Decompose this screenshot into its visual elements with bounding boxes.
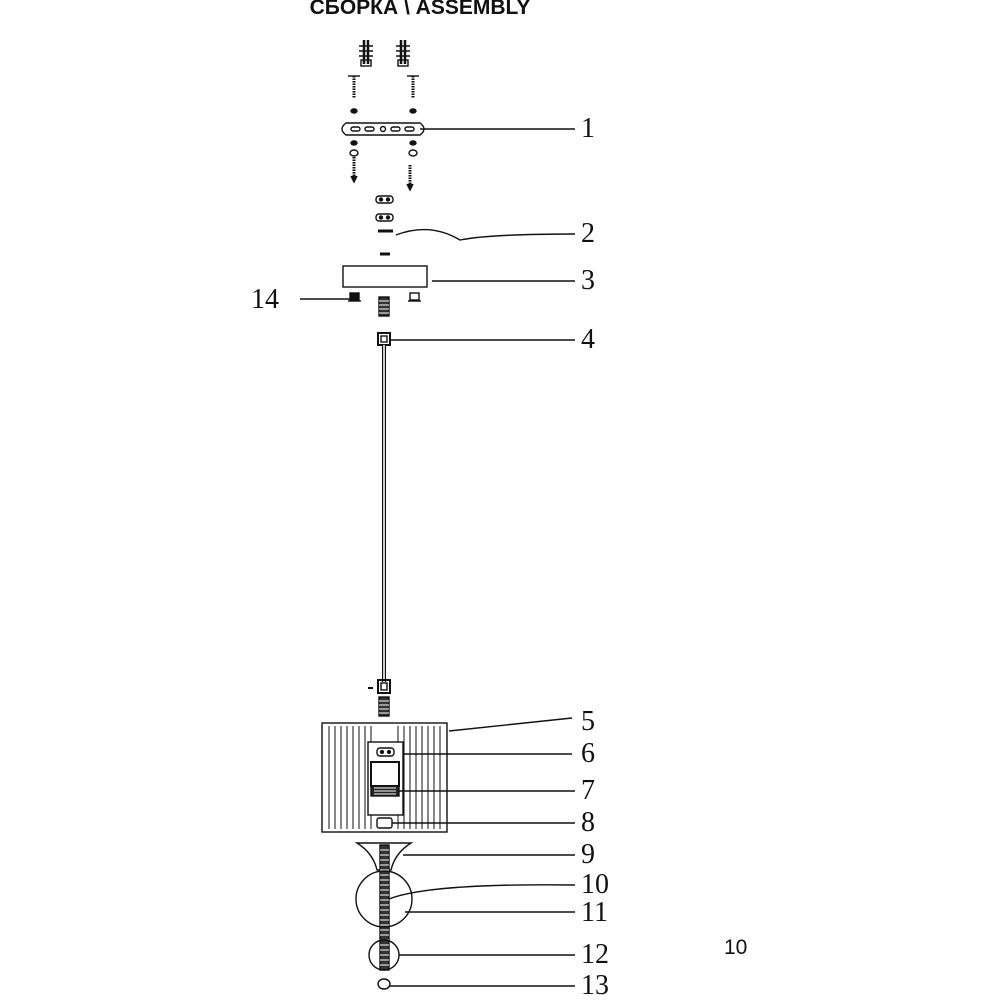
canopy	[342, 265, 428, 288]
washer-left	[350, 108, 358, 114]
lamp-socket	[370, 761, 400, 797]
callout-9: 9	[581, 839, 595, 870]
cable-clamp-bottom	[377, 679, 391, 694]
nut-left	[350, 140, 358, 146]
callout-12: 12	[581, 939, 609, 970]
page-number: 10	[724, 936, 748, 959]
canopy-screw-left	[348, 292, 361, 302]
callout-13: 13	[581, 970, 609, 1001]
callout-7: 7	[581, 775, 595, 806]
threaded-rod	[379, 844, 390, 971]
ring-right	[408, 149, 418, 157]
callout-5: 5	[581, 706, 595, 737]
callout-3: 3	[581, 265, 595, 296]
ring-left	[349, 149, 359, 157]
finial	[377, 978, 391, 990]
lamp-shade	[321, 722, 448, 833]
nut-right	[409, 140, 417, 146]
cable-clamp-top	[377, 332, 391, 346]
callout-10: 10	[581, 869, 609, 900]
washer-right	[409, 108, 417, 114]
wall-anchor-left	[359, 40, 373, 67]
callout-14: 14	[251, 284, 279, 315]
decorative-cup	[354, 842, 414, 871]
callout-6: 6	[581, 738, 595, 769]
callout-8: 8	[581, 807, 595, 838]
glass-ball-large	[355, 870, 413, 928]
screw-top-left	[348, 75, 360, 98]
leader-lines	[300, 128, 576, 987]
mounting-bar	[341, 122, 425, 136]
screw-lower-left	[350, 157, 358, 184]
callout-4: 4	[581, 324, 595, 355]
screw-top-right	[407, 75, 419, 98]
callout-2: 2	[581, 218, 595, 249]
threaded-nipple-bottom	[378, 696, 390, 717]
canopy-screw-right	[408, 292, 421, 302]
callout-1: 1	[581, 113, 595, 144]
page-title: СБОРКА \ ASSEMBLY	[309, 0, 531, 19]
screw-lower-right	[406, 165, 414, 192]
wall-anchor-right	[396, 40, 410, 67]
callout-11: 11	[581, 897, 608, 928]
socket-ring	[376, 817, 393, 829]
hook-hardware	[375, 195, 394, 256]
threaded-nipple-top	[378, 296, 390, 317]
